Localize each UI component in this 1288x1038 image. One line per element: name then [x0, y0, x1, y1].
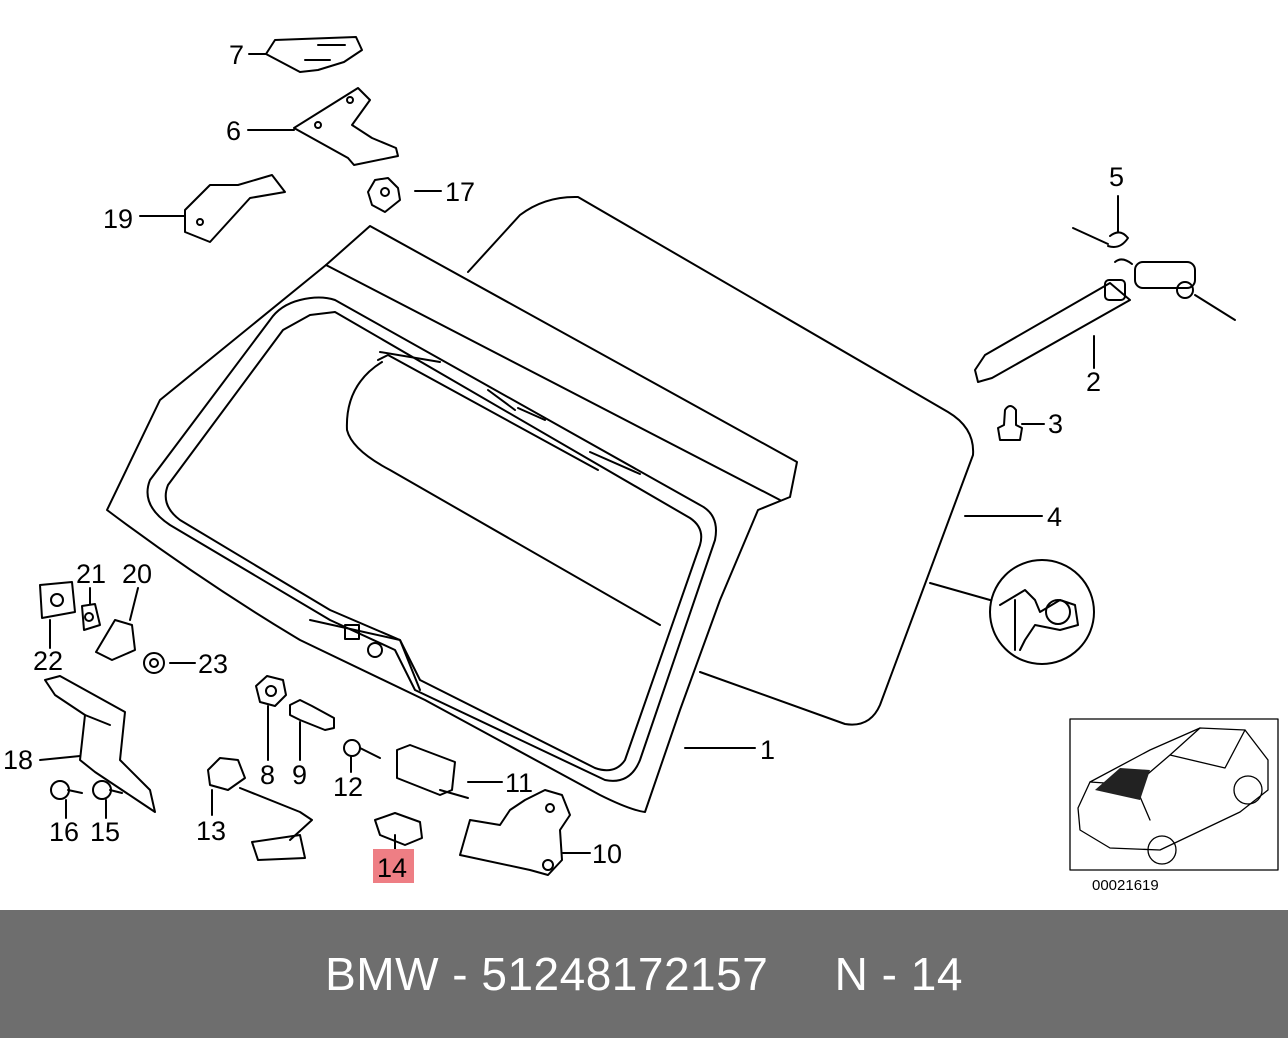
callout-14: 14	[377, 853, 407, 883]
callout-21: 21	[76, 559, 106, 589]
callout-23: 23	[198, 649, 228, 679]
callout-1: 1	[760, 735, 775, 765]
callout-12: 12	[333, 772, 363, 802]
leader-lines	[39, 53, 1119, 854]
car-thumbnail	[1069, 718, 1279, 871]
callout-8: 8	[260, 760, 275, 790]
diagram-code: 00021619	[1092, 877, 1159, 894]
callout-10: 10	[592, 839, 622, 869]
plate-7	[265, 36, 363, 73]
pin-9	[289, 699, 335, 731]
callout-11: 11	[505, 768, 533, 798]
seal-detail-circle	[989, 559, 1095, 665]
screw-12	[343, 739, 381, 759]
highlight-box	[373, 849, 414, 883]
callout-15: 15	[90, 817, 120, 847]
star-nut-17	[367, 177, 401, 213]
callout-16: 16	[49, 817, 79, 847]
sensor-13	[207, 757, 313, 861]
callout-18: 18	[3, 745, 33, 775]
lock-plate-10	[459, 789, 571, 876]
callout-3: 3	[1048, 409, 1063, 439]
bracket-6	[293, 87, 399, 166]
clip-14	[374, 812, 423, 846]
bracket-18	[44, 675, 156, 813]
callout-19: 19	[103, 204, 133, 234]
callout-17: 17	[445, 177, 475, 207]
callout-20: 20	[122, 559, 152, 589]
bracket-19	[184, 174, 286, 243]
rear-glass-pane	[345, 195, 975, 726]
switch-11	[396, 744, 469, 799]
callout-6: 6	[226, 116, 241, 146]
callout-labels: 1 2 3 4 5 6 7 8 9 10 11 12 13 14 15 16 1…	[3, 40, 1159, 894]
window-frame	[106, 225, 798, 813]
part-number-caption: BMW - 51248172157 N - 14	[325, 948, 963, 1000]
bolts-15-16	[50, 780, 123, 800]
nut-8	[255, 675, 287, 707]
callout-9: 9	[292, 760, 307, 790]
gas-strut	[974, 227, 1236, 441]
callout-22: 22	[33, 646, 63, 676]
callout-4: 4	[1047, 502, 1062, 532]
callout-7: 7	[229, 40, 244, 70]
callout-13: 13	[196, 816, 226, 846]
callout-5: 5	[1109, 162, 1124, 192]
rear-window-parts-diagram: 1 2 3 4 5 6 7 8 9 10 11 12 13 14 15 16 1…	[3, 36, 1279, 894]
footer-bar: BMW - 51248172157 N - 14	[0, 910, 1288, 1038]
callout-2: 2	[1086, 367, 1101, 397]
